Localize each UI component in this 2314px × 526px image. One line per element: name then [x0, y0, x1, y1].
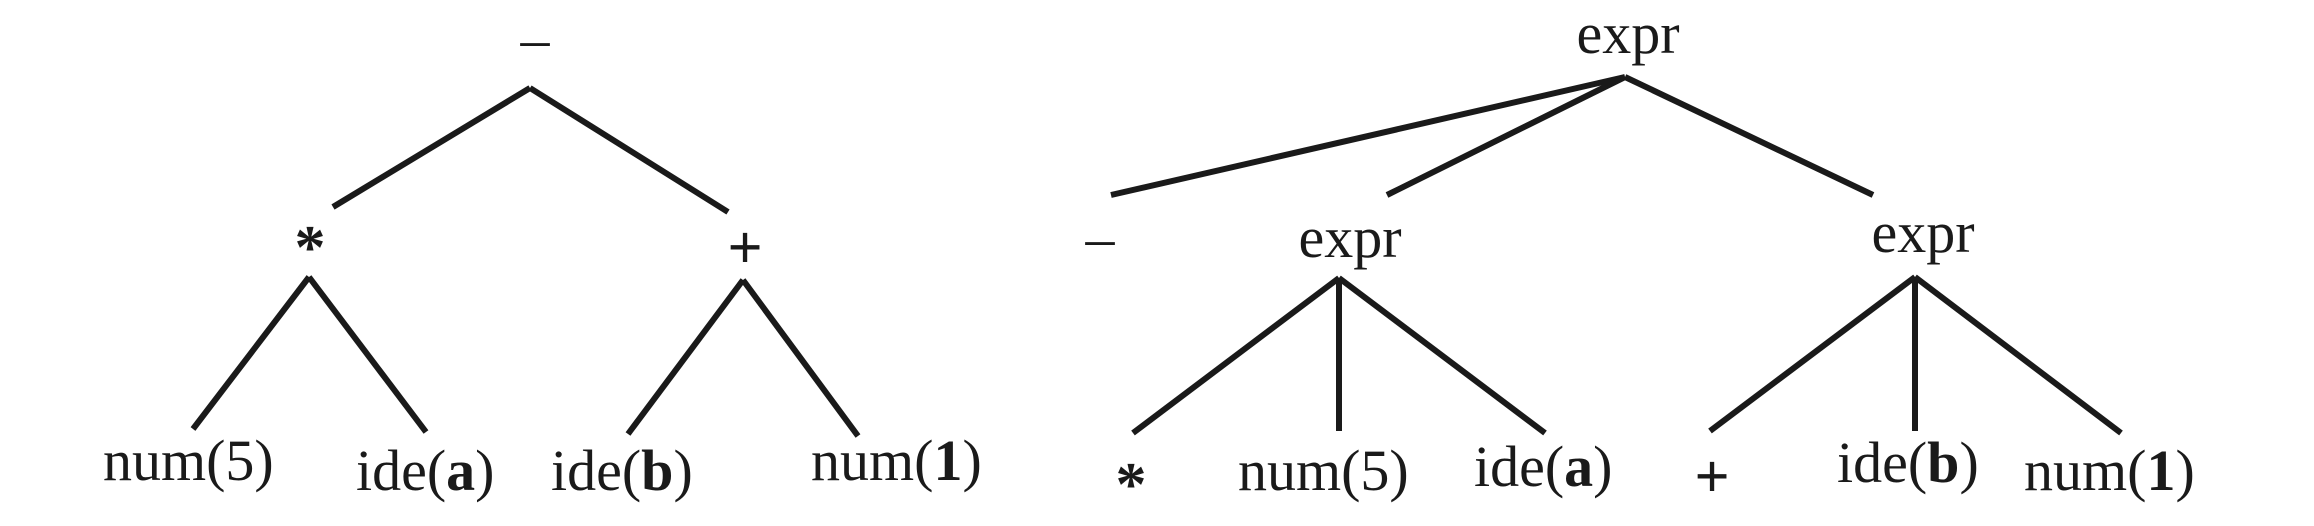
leaf-ide-b: ide(b) — [1837, 430, 1979, 495]
node-minus: – — [1085, 205, 1116, 270]
edge-root-minus — [1110, 74, 1626, 198]
parse-tree: expr – expr expr * num(5) ide(a) + ide(b… — [1085, 1, 2195, 519]
leaf-ide-a: ide(a) — [1474, 434, 1613, 499]
node-root-minus: – — [520, 6, 551, 71]
leaf-num1: num(1) — [2024, 438, 2195, 503]
edge-add-num1 — [740, 278, 861, 438]
leaf-ide-b: ide(b) — [551, 438, 693, 503]
edge-mul-ide-a — [306, 275, 429, 434]
leaf-mul: * — [1116, 451, 1147, 519]
edge-root-expr-left — [1385, 74, 1627, 198]
node-expr-left: expr — [1298, 205, 1401, 270]
edge-expr-left-ide-a — [1337, 275, 1547, 436]
leaf-num5: num(5) — [103, 428, 274, 493]
edge-expr-right-add — [1708, 274, 1917, 434]
node-expr-right: expr — [1871, 200, 1974, 265]
node-add: + — [727, 214, 762, 282]
leaf-num1: num(1) — [811, 428, 982, 493]
leaf-num5: num(5) — [1238, 438, 1409, 503]
node-root-expr: expr — [1576, 1, 1679, 66]
edge-mul-num5 — [190, 275, 312, 431]
edge-expr-left-mul — [1131, 275, 1341, 436]
leaf-add: + — [1694, 443, 1729, 511]
edge-root-expr-right — [1623, 74, 1875, 198]
leaf-ide-a: ide(a) — [356, 438, 495, 503]
edge-root-mul — [331, 85, 532, 210]
edge-expr-right-num1 — [1913, 274, 2123, 436]
edge-root-add — [528, 85, 730, 215]
edge-add-ide-b — [625, 278, 746, 436]
node-mul: * — [295, 214, 326, 282]
abstract-syntax-tree: – * + num(5) ide(a) ide(b) num(1) — [103, 6, 982, 503]
